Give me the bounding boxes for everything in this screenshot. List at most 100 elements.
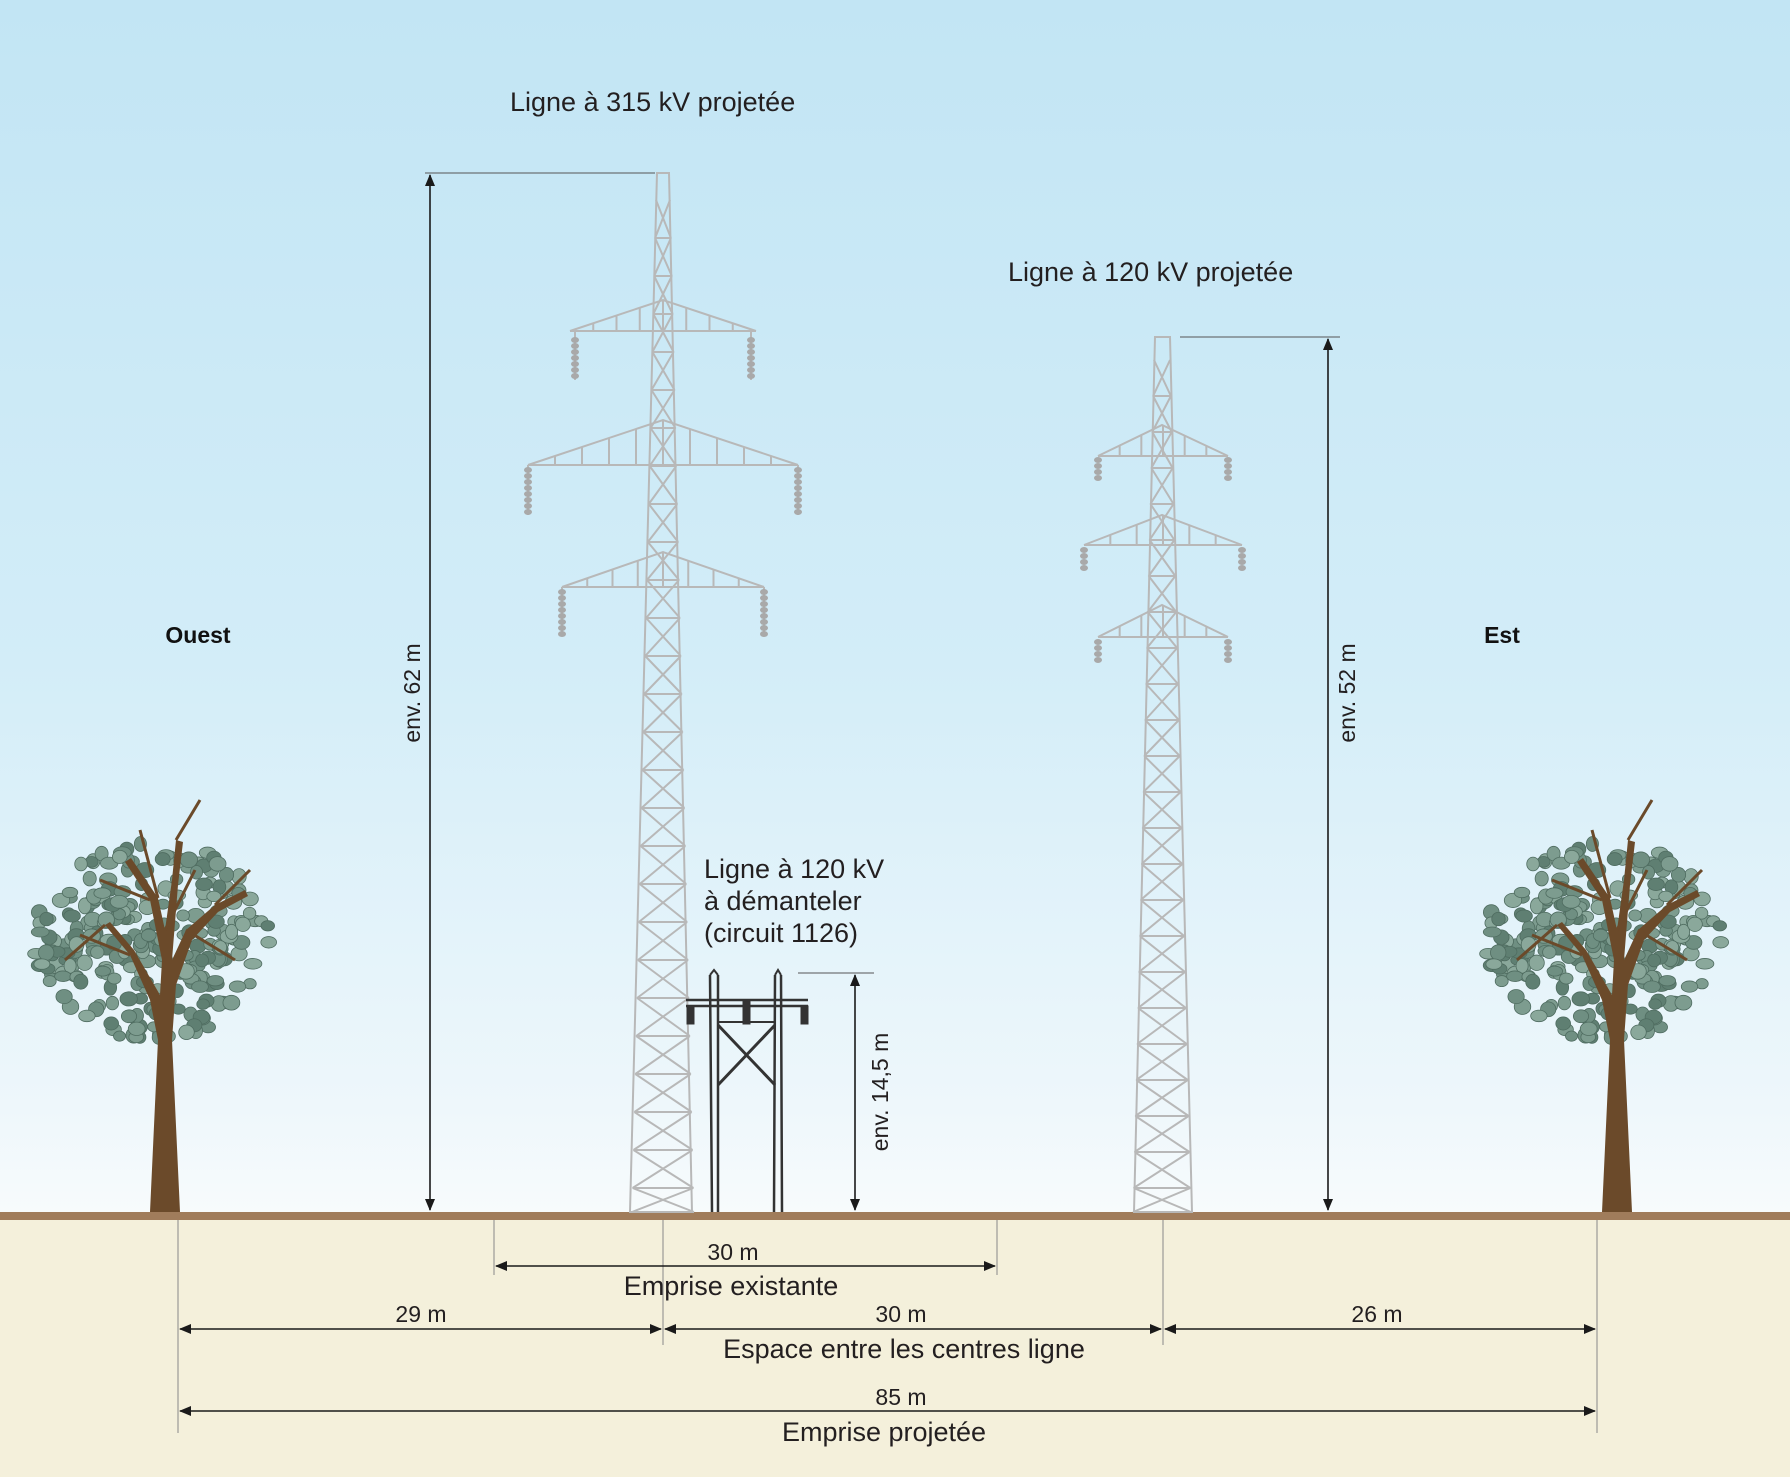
dimension-west-offset-value: 29 m bbox=[395, 1301, 446, 1327]
leaf bbox=[90, 945, 105, 959]
label-west: Ouest bbox=[165, 622, 231, 648]
tower-315kv bbox=[524, 172, 802, 1213]
insulator-disc bbox=[1224, 645, 1232, 651]
leaf bbox=[196, 998, 210, 1010]
leaf bbox=[1490, 944, 1507, 961]
insulator-disc bbox=[794, 503, 802, 509]
leaf bbox=[127, 1021, 146, 1036]
insulator-disc bbox=[558, 595, 566, 601]
tree-branches bbox=[1516, 799, 1704, 962]
insulator-disc bbox=[558, 625, 566, 631]
leaf bbox=[1555, 1016, 1571, 1031]
title-120kv-projected: Ligne à 120 kV projetée bbox=[1008, 257, 1293, 287]
insulator-disc bbox=[747, 343, 755, 349]
leaf bbox=[78, 1009, 96, 1023]
leaf bbox=[1559, 972, 1574, 985]
leaf bbox=[1526, 856, 1540, 872]
leaf bbox=[208, 856, 227, 872]
leaf bbox=[243, 958, 263, 970]
dimension-center-spacing-value: 30 m bbox=[875, 1301, 926, 1327]
tree-foliage bbox=[27, 836, 277, 1045]
insulator-strings bbox=[1080, 457, 1246, 663]
insulator-disc bbox=[760, 595, 768, 601]
leaf bbox=[1571, 991, 1590, 1007]
leaf bbox=[1525, 973, 1541, 990]
insulator-disc bbox=[760, 613, 768, 619]
insulator-disc bbox=[760, 631, 768, 637]
leaf bbox=[1563, 849, 1580, 864]
tower-120kv-projected bbox=[1080, 336, 1246, 1213]
leaf bbox=[1712, 936, 1729, 949]
leaf bbox=[73, 973, 89, 990]
tree-west bbox=[27, 799, 277, 1212]
insulator-disc bbox=[760, 601, 768, 607]
leaf bbox=[195, 953, 209, 968]
leaf bbox=[33, 958, 51, 970]
leaf bbox=[1482, 926, 1502, 938]
insulator-disc bbox=[747, 349, 755, 355]
leaf bbox=[140, 928, 157, 942]
leaf bbox=[1647, 877, 1665, 891]
insulator-disc bbox=[1094, 657, 1102, 663]
insulator bbox=[686, 1005, 695, 1025]
leaf bbox=[111, 849, 128, 864]
leaf bbox=[1515, 909, 1533, 923]
leaf bbox=[154, 852, 171, 867]
insulator-disc bbox=[760, 625, 768, 631]
insulator-disc bbox=[747, 337, 755, 343]
height-dimension-120kv-projected: env. 52 m bbox=[1180, 336, 1360, 1211]
arm-bracing bbox=[1118, 425, 1208, 456]
leaf bbox=[42, 975, 57, 988]
insulator-disc bbox=[558, 601, 566, 607]
leaf bbox=[30, 926, 50, 938]
tower-120kv-dismantle bbox=[686, 968, 809, 1213]
leaf bbox=[1643, 980, 1661, 993]
insulator-disc bbox=[524, 491, 532, 497]
leaf bbox=[260, 920, 275, 932]
leaf bbox=[1530, 897, 1544, 915]
leaf bbox=[179, 851, 198, 869]
dimension-projected-value: 85 m bbox=[875, 1384, 926, 1410]
insulator-disc bbox=[1080, 547, 1088, 553]
leaf bbox=[235, 916, 251, 932]
leaf bbox=[1628, 909, 1642, 922]
insulator-disc bbox=[760, 607, 768, 613]
dimension-center-spacing-label: Espace entre les centres ligne bbox=[723, 1334, 1085, 1364]
dimension-spacing-row: 29 m 30 m Espace entre les centres ligne… bbox=[179, 1301, 1596, 1364]
insulator-disc bbox=[1224, 475, 1232, 481]
leaf bbox=[105, 995, 120, 1011]
leaf bbox=[103, 1016, 119, 1031]
title-315kv: Ligne à 315 kV projetée bbox=[510, 87, 795, 117]
leaf bbox=[1545, 887, 1564, 899]
insulator-disc bbox=[1080, 565, 1088, 571]
leaf bbox=[1491, 911, 1506, 927]
height-dimension-120kv-dismantle: env. 14,5 m bbox=[798, 972, 893, 1211]
arm-bracing bbox=[592, 300, 734, 331]
leaf bbox=[1694, 906, 1709, 920]
leaf bbox=[61, 886, 79, 899]
leaf bbox=[242, 906, 257, 920]
insulator-strings bbox=[524, 337, 802, 637]
insulator-disc bbox=[524, 509, 532, 515]
title-120kv-dismantle-line2: à démanteler bbox=[704, 886, 862, 916]
leaf bbox=[120, 1009, 138, 1024]
leaf bbox=[1695, 958, 1715, 970]
leaf bbox=[1712, 920, 1727, 932]
leaf bbox=[1674, 994, 1693, 1011]
insulator-disc bbox=[1094, 457, 1102, 463]
leaf bbox=[82, 870, 97, 887]
leaf bbox=[1542, 945, 1557, 959]
title-120kv-dismantle-line3: (circuit 1126) bbox=[704, 918, 858, 948]
insulator-disc bbox=[1224, 639, 1232, 645]
insulator-disc bbox=[1224, 651, 1232, 657]
insulator-disc bbox=[760, 619, 768, 625]
leaf bbox=[55, 989, 73, 1005]
lattice-bracing bbox=[631, 199, 695, 1213]
dimension-existing-row: 30 m Emprise existante bbox=[495, 1239, 996, 1301]
dimension-projected-row: 85 m Emprise projetée bbox=[179, 1384, 1596, 1447]
insulator-disc bbox=[794, 491, 802, 497]
tree-branches bbox=[64, 799, 252, 962]
leaf bbox=[1494, 975, 1509, 988]
leaf bbox=[1534, 870, 1549, 887]
